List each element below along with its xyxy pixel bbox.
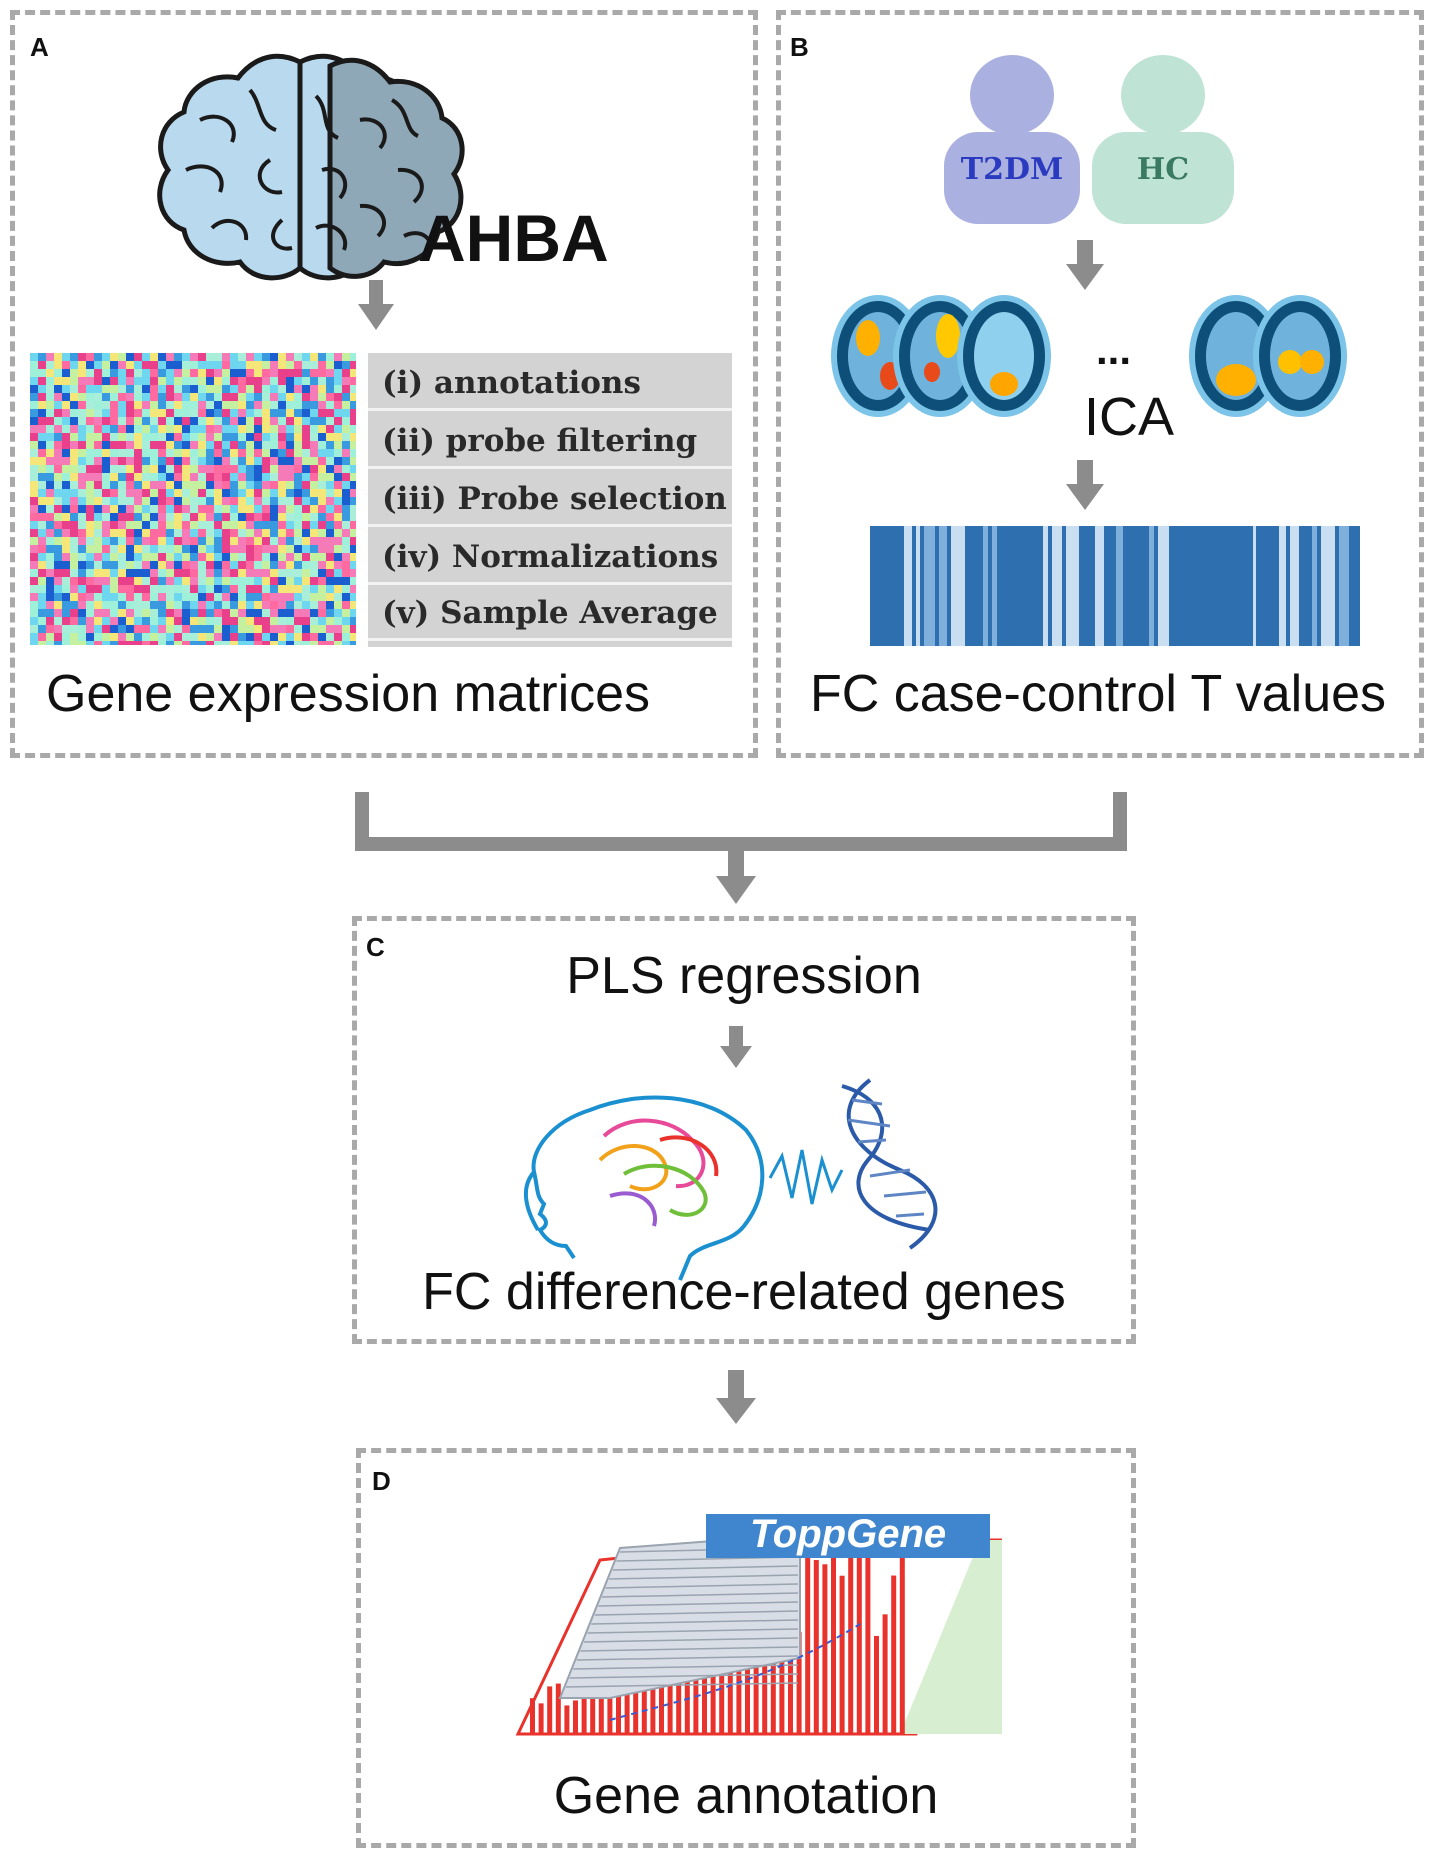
gene-expression-heatmap (30, 353, 356, 645)
panel-c (352, 916, 1136, 1344)
down-arrow-icon (1066, 240, 1104, 290)
preprocessing-steps: (i) annotations (ii) probe filtering (ii… (368, 353, 732, 647)
panel-letter-d: D (372, 1466, 391, 1496)
step-annotations: (i) annotations (368, 355, 732, 411)
ica-label: ICA (1084, 387, 1175, 447)
down-arrow-icon (716, 1370, 756, 1424)
head-dna-illustration (523, 1078, 938, 1281)
fc-t-values-caption: FC case-control T values (809, 665, 1387, 723)
connector-arrow (355, 792, 1127, 904)
panel-a (10, 10, 758, 758)
step-probe-filtering: (ii) probe filtering (368, 413, 732, 469)
ahba-label: AHBA (418, 201, 609, 275)
t2dm-label: T2DM (960, 152, 1064, 187)
down-arrow-icon (358, 280, 394, 330)
panel-b (776, 10, 1424, 758)
pls-regression-title: PLS regression (566, 947, 922, 1005)
panel-letter-a: A (30, 32, 49, 62)
panel-letter-c: C (366, 932, 385, 962)
hc-person-icon (1092, 55, 1234, 224)
gene-annotation-caption: Gene annotation (553, 1767, 939, 1825)
toppgene-screenshot-collage (515, 1514, 1003, 1736)
down-arrow-icon (720, 1026, 752, 1068)
fc-difference-genes-caption: FC difference-related genes (422, 1263, 1066, 1321)
t-value-barcode (870, 526, 1360, 646)
step-sample-average: (v) Sample Average (368, 585, 732, 641)
brain-icon (157, 53, 465, 281)
hc-label: HC (1136, 152, 1190, 187)
fmri-brain-slices (831, 295, 1347, 417)
down-arrow-icon (1066, 460, 1104, 510)
panel-letter-b: B (790, 32, 809, 62)
step-probe-selection: (iii) Probe selection (368, 471, 732, 527)
panel-d (356, 1448, 1136, 1848)
t2dm-person-icon (944, 55, 1080, 224)
ellipsis-label: ... (1096, 326, 1132, 373)
step-normalizations: (iv) Normalizations (368, 529, 732, 585)
gene-expression-caption: Gene expression matrices (46, 665, 651, 723)
toppgene-logo: ToppGene (749, 1512, 947, 1556)
